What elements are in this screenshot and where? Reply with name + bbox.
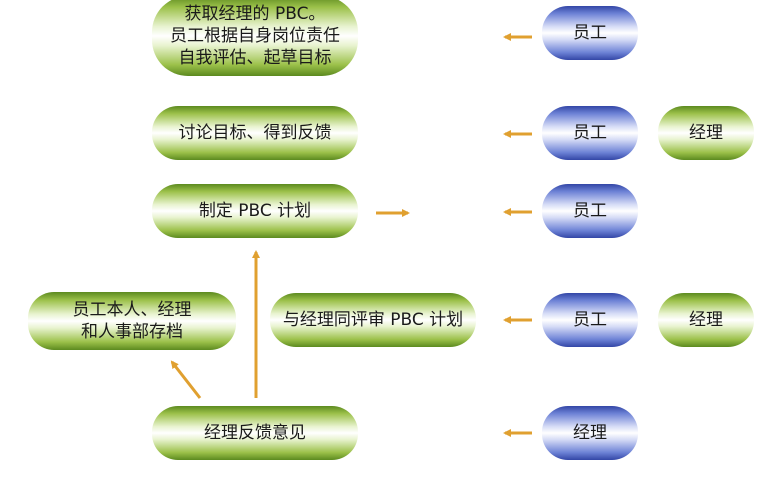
step-archive: 员工本人、经理 和人事部存档: [28, 292, 236, 350]
role-manager: 经理: [658, 293, 754, 347]
arrow-diagonal: [170, 360, 202, 399]
role-manager: 经理: [658, 106, 754, 160]
role-employee: 员工: [542, 293, 638, 347]
step-discuss-goals: 讨论目标、得到反馈: [152, 106, 358, 160]
role-employee: 员工: [542, 6, 638, 60]
step-manager-feedback: 经理反馈意见: [152, 406, 358, 460]
step-make-pbc-plan: 制定 PBC 计划: [152, 184, 358, 238]
step-get-pbc: 获取经理的 PBC。 员工根据自身岗位责任 自我评估、起草目标: [152, 0, 358, 76]
role-manager: 经理: [542, 406, 638, 460]
role-employee: 员工: [542, 184, 638, 238]
role-employee: 员工: [542, 106, 638, 160]
step-review-pbc: 与经理同评审 PBC 计划: [270, 293, 476, 347]
